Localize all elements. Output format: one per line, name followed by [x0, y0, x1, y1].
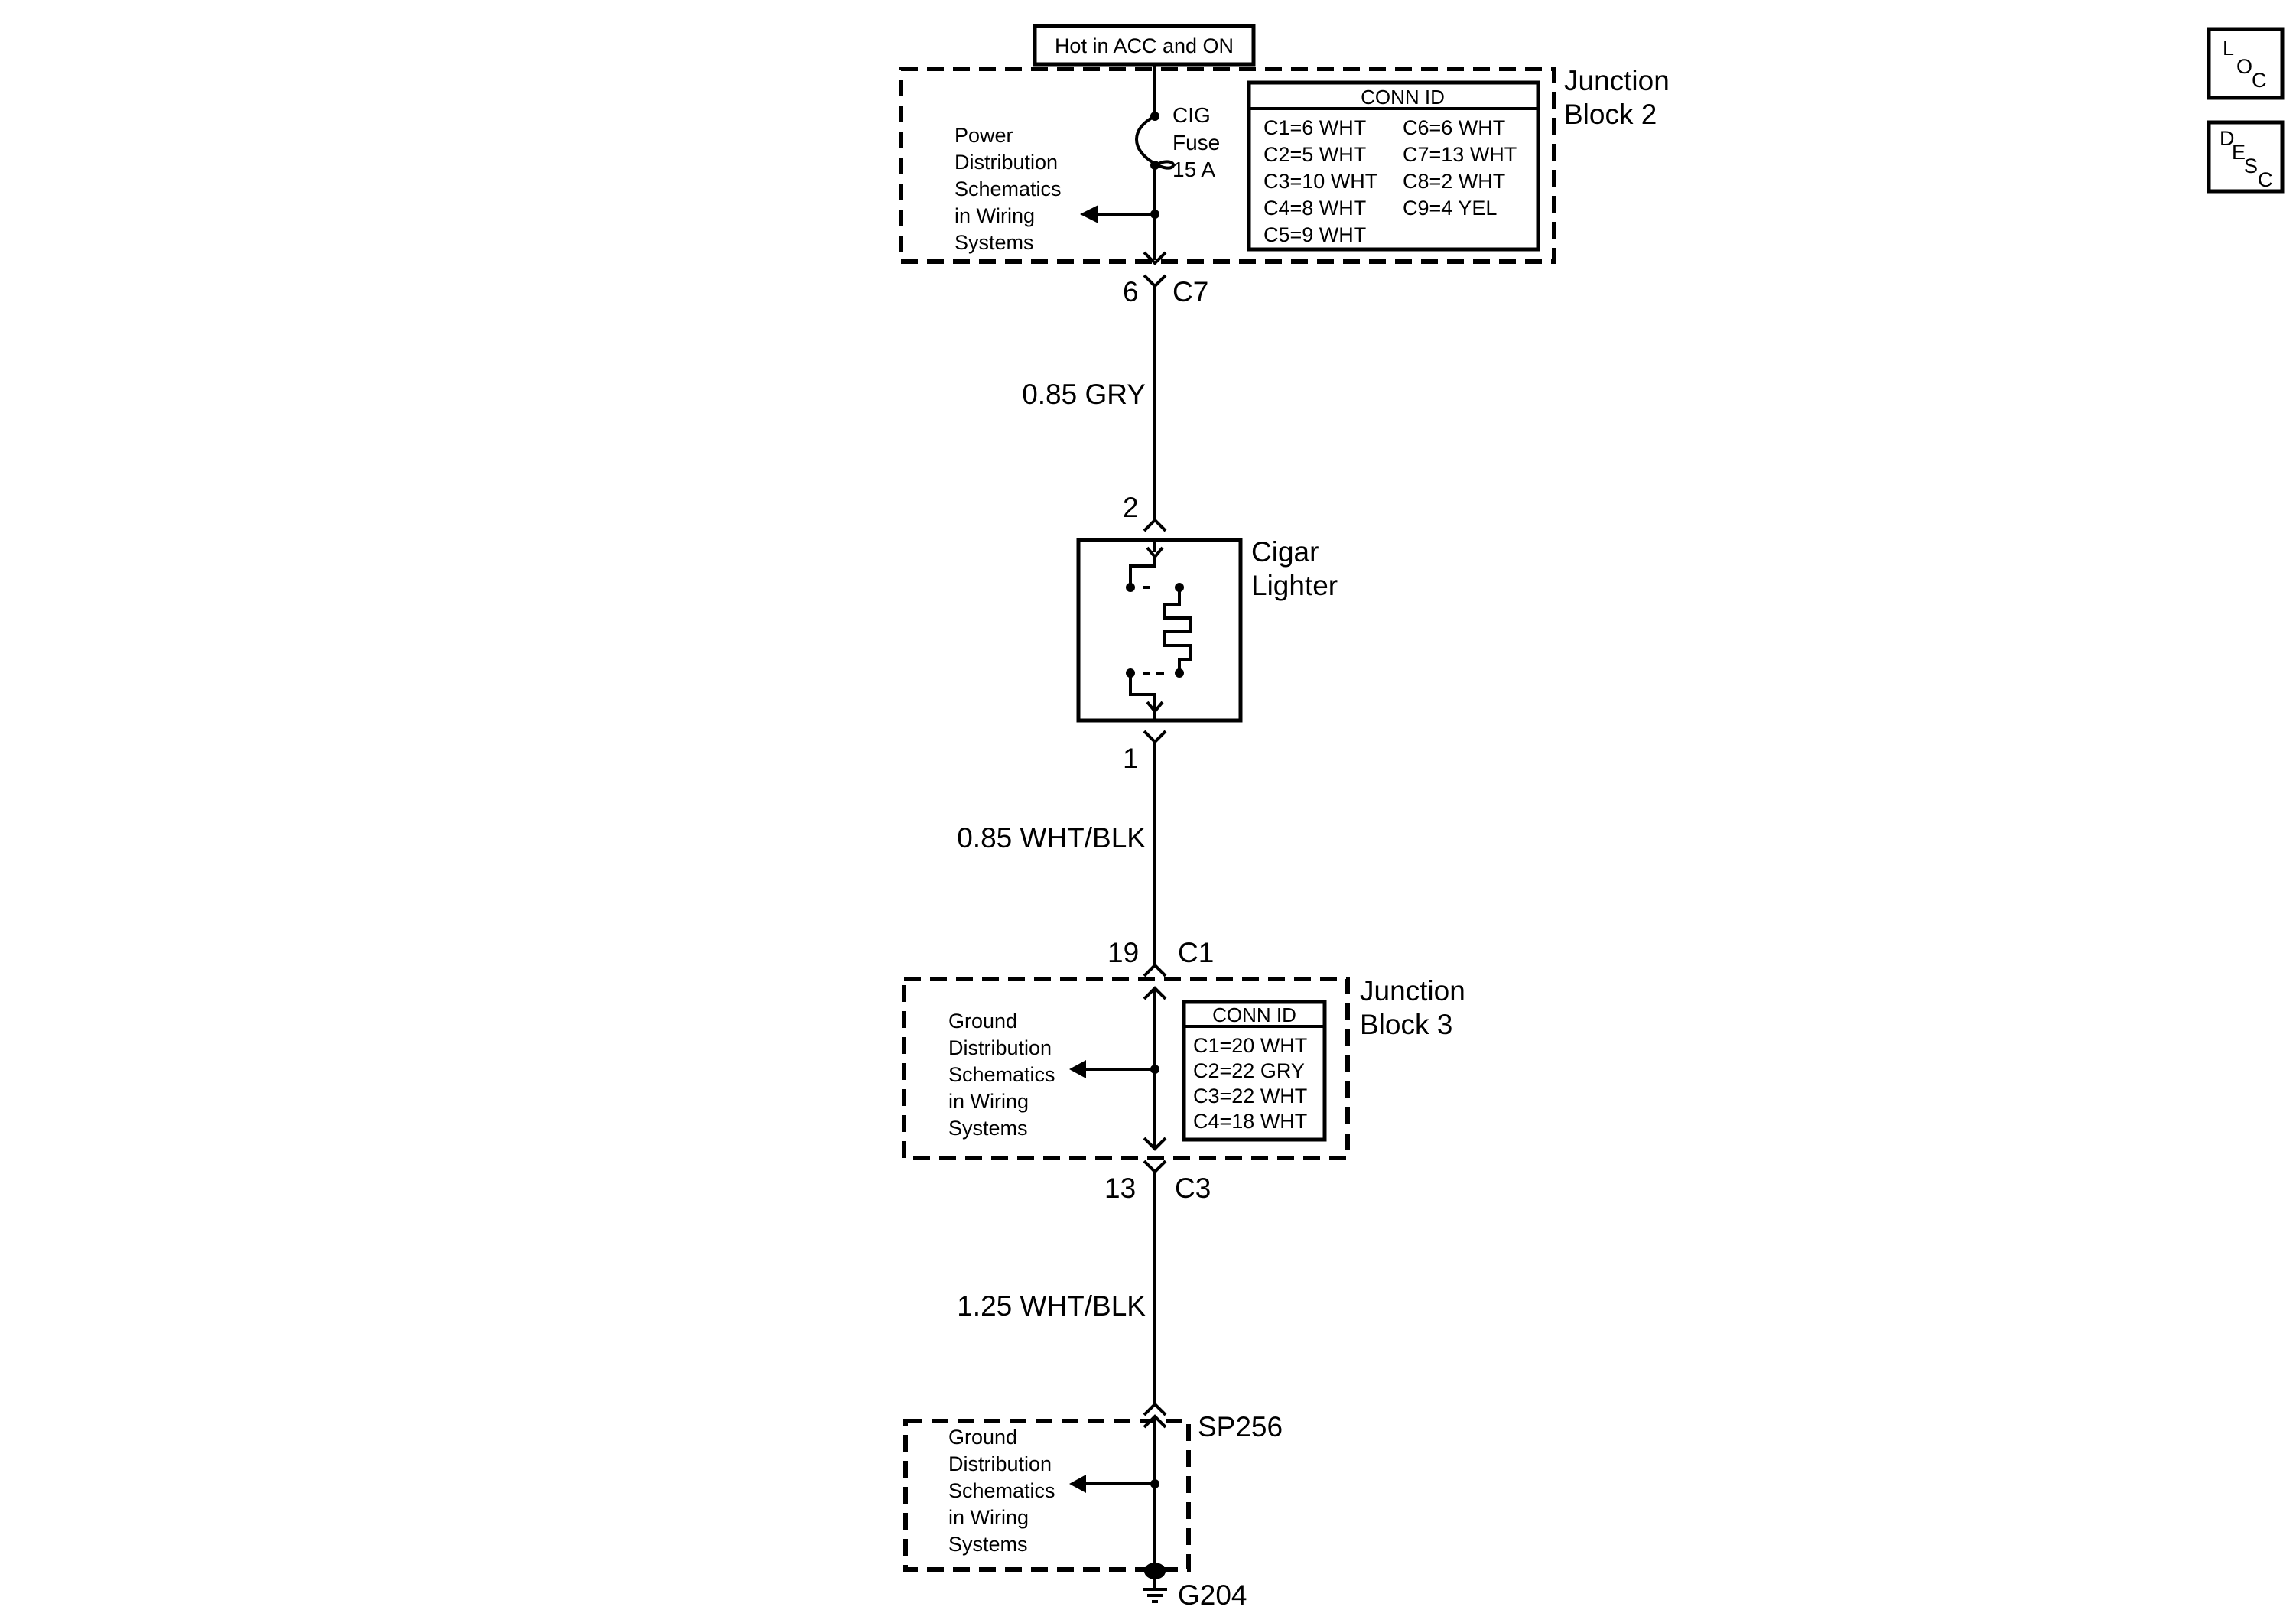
wire-wht-blk-1: 0.85 WHT/BLK [957, 742, 1156, 965]
fuse-label-1: CIG [1172, 103, 1211, 127]
ground-ref-1-line-3: Schematics [948, 1063, 1055, 1086]
junction-block-2-title-2: Block 2 [1564, 99, 1657, 130]
cigar-lighter: 2 1 Cigar Lighter [1076, 492, 1338, 774]
junction-block-2-outline [899, 67, 1556, 264]
cigar-lighter-pin-bottom: 1 [1123, 743, 1139, 774]
conn-id-right-4: C9=4 YEL [1403, 197, 1497, 220]
conn-id-left-1: C1=6 WHT [1263, 116, 1366, 139]
cigar-lighter-label-1: Cigar [1251, 536, 1319, 568]
desc-e: E [2232, 141, 2246, 164]
connector-c3: 13 C3 [1104, 1137, 1211, 1204]
jb3-conn-id-row-3: C3=22 WHT [1193, 1085, 1307, 1107]
splice-outline [903, 1419, 1191, 1572]
conn-id-right-2: C7=13 WHT [1403, 143, 1517, 166]
jb3-conn-id-header: CONN ID [1212, 1003, 1296, 1026]
power-ref-line-1: Power [954, 124, 1013, 147]
junction-block-2-title-1: Junction [1564, 65, 1670, 96]
ground-g204: G204 [1143, 1563, 1247, 1610]
c3-label: C3 [1175, 1173, 1211, 1204]
jb3-conn-id-row-2: C2=22 GRY [1193, 1059, 1305, 1082]
c7-label: C7 [1172, 276, 1208, 307]
fuse-label-3: 15 A [1172, 158, 1215, 181]
conn-id-right-3: C8=2 WHT [1403, 170, 1505, 193]
conn-id-right-1: C6=6 WHT [1403, 116, 1505, 139]
wire-gry: 0.85 GRY [1022, 286, 1156, 520]
splice-sp256: SP256 Ground Distribution Schematics in … [903, 1402, 1283, 1572]
wire-gry-label: 0.85 GRY [1022, 379, 1146, 410]
ground-distribution-ref-1[interactable]: Ground Distribution Schematics in Wiring… [948, 1010, 1159, 1140]
desc-s: S [2244, 154, 2258, 177]
ground-ref-2-line-4: in Wiring [948, 1506, 1029, 1529]
desc-button[interactable]: D E S C [2207, 120, 2285, 194]
loc-c: C [2252, 69, 2267, 92]
cigar-lighter-box [1076, 538, 1243, 723]
conn-id-left-5: C5=9 WHT [1263, 223, 1366, 246]
power-source-label: Hot in ACC and ON [1055, 34, 1234, 57]
power-ref-line-2: Distribution [954, 151, 1058, 174]
jb3-conn-id-row-4: C4=18 WHT [1193, 1110, 1307, 1133]
ground-ref-1-line-4: in Wiring [948, 1090, 1029, 1113]
ground-ref-2-line-5: Systems [948, 1533, 1028, 1556]
conn-id-header: CONN ID [1361, 86, 1445, 109]
ground-distribution-ref-2[interactable]: Ground Distribution Schematics in Wiring… [948, 1426, 1159, 1556]
cigar-lighter-pin-top: 2 [1123, 492, 1139, 523]
ground-ref-2-line-2: Distribution [948, 1452, 1052, 1475]
desc-c: C [2258, 168, 2273, 191]
junction-block-3-outline [902, 977, 1350, 1160]
splice-label: SP256 [1198, 1411, 1283, 1442]
cig-fuse: CIG Fuse 15 A [1135, 103, 1220, 260]
junction-block-2-conn-id: CONN ID C1=6 WHT C2=5 WHT C3=10 WHT C4=8… [1247, 80, 1540, 252]
junction-block-3-title-1: Junction [1360, 975, 1465, 1007]
ground-ref-1-line-5: Systems [948, 1117, 1028, 1140]
ground-label: G204 [1178, 1579, 1247, 1610]
wire-wht-blk-2-label: 1.25 WHT/BLK [957, 1290, 1146, 1322]
connector-c1: 19 C1 [1107, 937, 1214, 1000]
power-source: Hot in ACC and ON [1033, 24, 1256, 115]
wire-wht-blk-1-label: 0.85 WHT/BLK [957, 822, 1146, 854]
junction-block-3: Junction Block 3 Ground Distribution Sch… [902, 975, 1465, 1160]
c1-label: C1 [1178, 937, 1214, 968]
power-ref-line-5: Systems [954, 231, 1034, 254]
junction-block-3-title-2: Block 3 [1360, 1009, 1452, 1040]
loc-o: O [2236, 55, 2252, 78]
junction-block-2: Junction Block 2 CIG Fuse 15 A Power Dis… [899, 65, 1670, 264]
ground-ref-1-line-2: Distribution [948, 1036, 1052, 1059]
power-ref-line-3: Schematics [954, 177, 1062, 200]
cigar-lighter-label-2: Lighter [1251, 570, 1338, 601]
power-distribution-ref[interactable]: Power Distribution Schematics in Wiring … [954, 124, 1159, 254]
loc-button[interactable]: L O C [2207, 27, 2285, 100]
junction-block-3-conn-id: CONN ID C1=20 WHT C2=22 GRY C3=22 WHT C4… [1182, 1000, 1327, 1142]
c1-pin: 19 [1107, 937, 1139, 968]
jb3-conn-id-row-1: C1=20 WHT [1193, 1034, 1307, 1057]
conn-id-left-4: C4=8 WHT [1263, 197, 1366, 220]
conn-id-left-3: C3=10 WHT [1263, 170, 1377, 193]
loc-l: L [2223, 37, 2234, 60]
ground-ref-2-line-1: Ground [948, 1426, 1017, 1449]
conn-id-left-2: C2=5 WHT [1263, 143, 1366, 166]
ground-eyelet [1144, 1563, 1166, 1579]
fuse-label-2: Fuse [1172, 131, 1220, 154]
wire-wht-blk-2: 1.25 WHT/BLK [957, 1172, 1156, 1406]
power-ref-line-4: in Wiring [954, 204, 1035, 227]
desc-d: D [2220, 127, 2235, 150]
c7-pin: 6 [1123, 276, 1139, 307]
ground-ref-1-line-1: Ground [948, 1010, 1017, 1033]
c3-pin: 13 [1104, 1173, 1136, 1204]
ground-ref-2-line-3: Schematics [948, 1479, 1055, 1502]
connector-c7: 6 C7 [1123, 251, 1208, 307]
